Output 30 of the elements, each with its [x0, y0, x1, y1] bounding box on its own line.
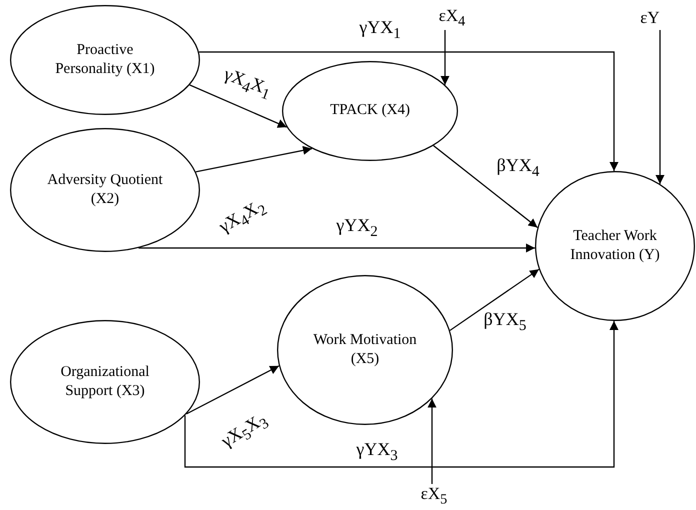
arrow	[186, 365, 280, 414]
arrow	[450, 268, 540, 331]
arrow	[196, 146, 312, 172]
node-label: TPACK (X4)	[329, 101, 411, 120]
construct-ellipse	[277, 275, 453, 425]
path-coefficient-label: βYX$_{4}$	[496, 156, 540, 180]
path-coefficient-label: γYX$_{2}$	[336, 216, 378, 240]
construct-ellipse	[282, 61, 458, 161]
construct-ellipse	[10, 5, 200, 115]
node-label: Adversity Quotient (X2)	[46, 170, 164, 209]
construct-ellipse	[10, 320, 200, 444]
path-coefficient-label: βYX$_{5}$	[484, 310, 526, 334]
arrow	[433, 145, 538, 228]
node-label: Work Motivation (X5)	[312, 330, 418, 369]
path-coefficient-label: γYX$_{3}$	[356, 440, 398, 464]
arrow	[138, 244, 536, 252]
node-label: Proactive Personality (X1)	[54, 40, 156, 79]
node-label: Organizational Support (X3)	[60, 362, 150, 401]
arrow	[184, 321, 618, 468]
path-coefficient-label: γYX$_{1}$	[359, 18, 401, 42]
arrow	[428, 398, 436, 484]
error-term-label: εX$_{4}$	[438, 5, 466, 31]
arrow	[656, 30, 664, 184]
arrow	[189, 84, 287, 128]
error-term-label: εY	[640, 6, 660, 29]
error-term-label: εX$_{5}$	[420, 483, 448, 509]
arrow	[440, 30, 450, 85]
arrow	[199, 51, 618, 171]
node-label: Teacher Work Innovation (Y)	[570, 226, 660, 265]
construct-ellipse	[10, 128, 200, 252]
